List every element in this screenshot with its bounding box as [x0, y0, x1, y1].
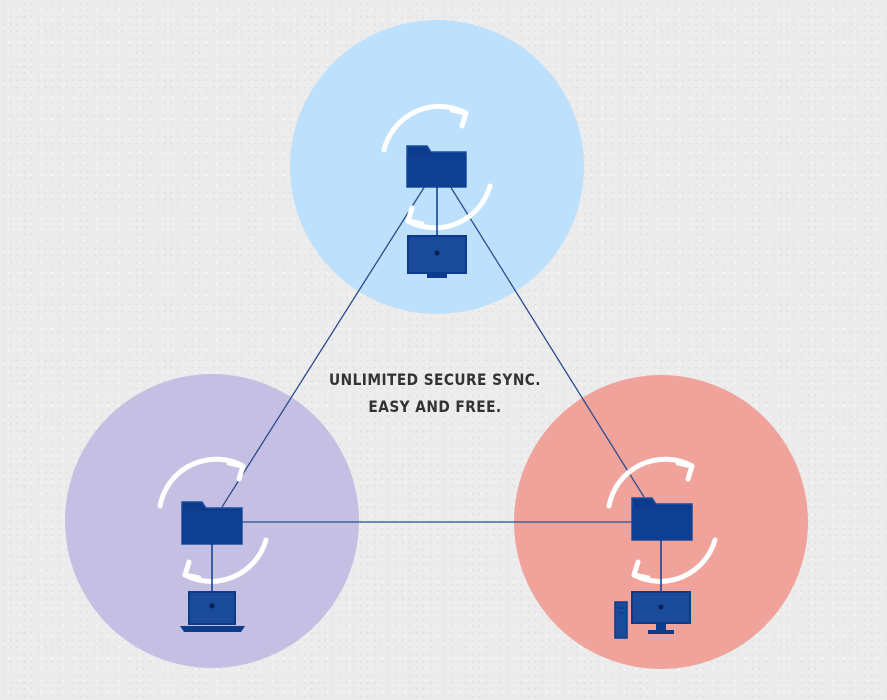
- folder-icon: [406, 145, 467, 188]
- link-top-right: [449, 185, 645, 498]
- folder-icon: [181, 501, 243, 545]
- node-top: [381, 103, 493, 278]
- link-top-left: [221, 185, 426, 508]
- sync-arrows-icon: [606, 456, 718, 584]
- node-left: [157, 456, 269, 632]
- tagline-line-2: EASY AND FREE.: [368, 397, 502, 416]
- sync-arrows-icon: [381, 103, 493, 231]
- node-right: [606, 456, 718, 639]
- folder-icon: [631, 497, 693, 541]
- monitor-icon: [407, 235, 467, 278]
- sync-links: [221, 185, 645, 523]
- tagline: UNLIMITED SECURE SYNC. EASY AND FREE.: [310, 366, 559, 420]
- tagline-line-1: UNLIMITED SECURE SYNC.: [329, 370, 541, 389]
- sync-arrows-icon: [157, 456, 269, 584]
- desktop-tower-icon: [614, 601, 628, 639]
- monitor-icon: [631, 591, 691, 634]
- laptop-icon: [180, 591, 245, 632]
